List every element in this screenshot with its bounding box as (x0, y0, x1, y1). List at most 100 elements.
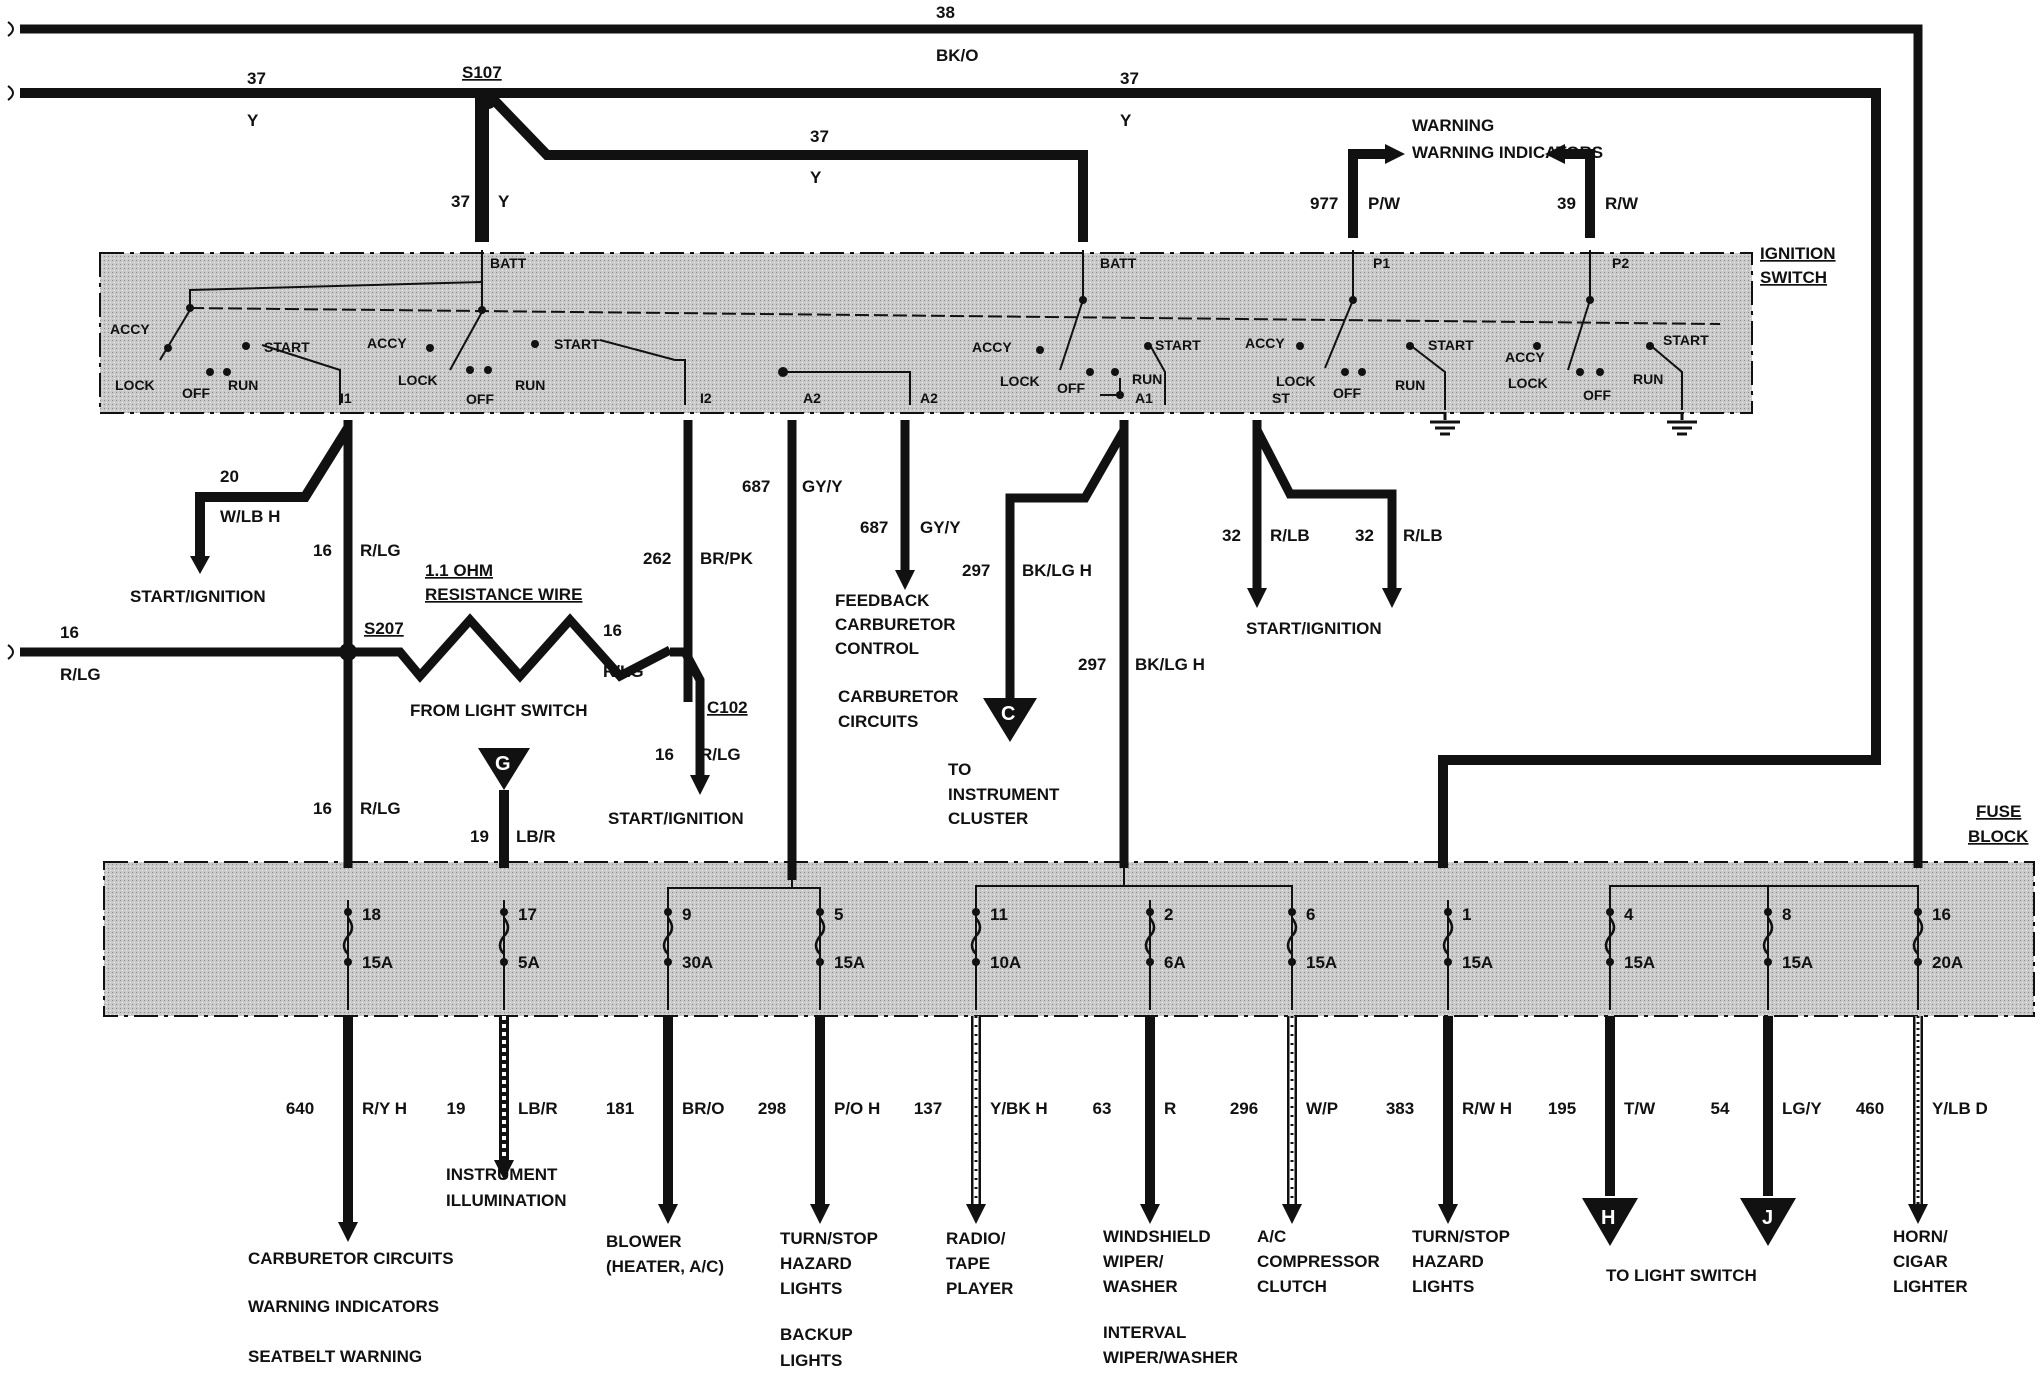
switch-p1: P1 (1373, 255, 1390, 271)
switch-accy-5: ACCY (1505, 349, 1545, 365)
ground-icon-2 (1667, 412, 1697, 436)
fuse-amps: 6A (1164, 953, 1186, 972)
switch-lock-1: LOCK (115, 377, 155, 393)
fuse-17: 17 5A (498, 900, 540, 1010)
fuse-block-label-2: BLOCK (1968, 827, 2029, 846)
dest-19-2: ILLUMINATION (446, 1191, 567, 1210)
switch-a2-2: A2 (920, 390, 938, 406)
wire-39-number: 39 (1557, 194, 1576, 213)
wire-32-number-1: 32 (1222, 526, 1241, 545)
wire-color: LB/R (518, 1099, 558, 1118)
wire-16-number-2: 16 (313, 799, 332, 818)
wire-color: R/W H (1462, 1099, 1512, 1118)
wire-32-number-2: 32 (1355, 526, 1374, 545)
wire-38-number: 38 (936, 3, 955, 22)
fuse-number: 8 (1782, 905, 1791, 924)
fuse-amps: 10A (990, 953, 1021, 972)
wire-38-color: BK/O (936, 46, 979, 65)
wire-number: 296 (1230, 1099, 1258, 1118)
wire-number: 383 (1386, 1099, 1414, 1118)
wire-297-color-1: BK/LG H (1022, 561, 1092, 580)
ignition-switch-label-2: SWITCH (1760, 268, 1827, 287)
dest-640-2: WARNING INDICATORS (248, 1297, 439, 1316)
dest-298-2: HAZARD (780, 1254, 852, 1273)
dest-460-3: LIGHTER (1893, 1277, 1968, 1296)
wire-32 (1247, 420, 1402, 608)
fuse-number: 6 (1306, 905, 1315, 924)
switch-start-2: START (554, 336, 600, 352)
to-instrument-label-3: CLUSTER (948, 809, 1028, 828)
wire-number: 460 (1856, 1099, 1884, 1118)
dest-383-1: TURN/STOP (1412, 1227, 1510, 1246)
wire-687-color-1: GY/Y (802, 477, 843, 496)
wire-383-out: 383 R/W H (1386, 1016, 1512, 1224)
switch-run-2: RUN (515, 377, 545, 393)
warning-indicators-label: WARNING INDICATORS (1412, 143, 1603, 162)
wire-16-color-4: R/LG (603, 662, 644, 681)
switch-run-1: RUN (228, 377, 258, 393)
dest-298-4: BACKUP (780, 1325, 853, 1344)
switch-st: ST (1272, 390, 1290, 406)
switch-lock-2: LOCK (398, 372, 438, 388)
switch-accy-3: ACCY (972, 339, 1012, 355)
fuse-amps: 5A (518, 953, 540, 972)
wire-20-number: 20 (220, 467, 239, 486)
start-ignition-label-1: START/IGNITION (130, 587, 266, 606)
fuse-amps: 15A (1462, 953, 1493, 972)
switch-internals (159, 250, 1721, 410)
switch-start-4: START (1428, 337, 1474, 353)
to-instrument-label-2: INSTRUMENT (948, 785, 1060, 804)
ground-icon-1 (1430, 412, 1460, 436)
switch-off-4: OFF (1333, 385, 1361, 401)
switch-off-5: OFF (1583, 387, 1611, 403)
wire-color: P/O H (834, 1099, 880, 1118)
dest-19-1: INSTRUMENT (446, 1165, 558, 1184)
wire-297-color-2: BK/LG H (1135, 655, 1205, 674)
wire-19-number-in: 19 (470, 827, 489, 846)
dest-460-2: CIGAR (1893, 1252, 1948, 1271)
wire-297-number-2: 297 (1078, 655, 1106, 674)
wire-37-color-batt1: Y (498, 192, 510, 211)
wire-977-number: 977 (1310, 194, 1338, 213)
wire-16-color-5: R/LG (700, 745, 741, 764)
connector-c: C (1001, 703, 1015, 725)
switch-lock-5: LOCK (1508, 375, 1548, 391)
wire-color: T/W (1624, 1099, 1656, 1118)
dest-298-5: LIGHTS (780, 1351, 842, 1370)
dest-296-3: CLUTCH (1257, 1277, 1327, 1296)
switch-run-5: RUN (1633, 371, 1663, 387)
dest-181-1: BLOWER (606, 1232, 682, 1251)
fuse-block-box (103, 861, 2035, 1017)
wire-39 (1545, 144, 1595, 238)
wire-687-number-2: 687 (860, 518, 888, 537)
to-instrument-label-1: TO (948, 760, 971, 779)
wire-39-color: R/W (1605, 194, 1639, 213)
start-ignition-label-3: START/IGNITION (1246, 619, 1382, 638)
wire-color: Y/BK H (990, 1099, 1048, 1118)
wire-687-number-1: 687 (742, 477, 770, 496)
fuse-amps: 15A (362, 953, 393, 972)
wire-297 (1005, 420, 1129, 868)
wire-37-color-right: Y (1120, 111, 1132, 130)
fuse-number: 17 (518, 905, 537, 924)
dest-137-3: PLAYER (946, 1279, 1013, 1298)
connector-h-icon (1582, 1198, 1638, 1246)
fuse-amps: 15A (834, 953, 865, 972)
wire-16-number-5: 16 (655, 745, 674, 764)
wire-37-number-right: 37 (1120, 69, 1139, 88)
wire-color: R/Y H (362, 1099, 407, 1118)
wire-19-color-in: LB/R (516, 827, 556, 846)
warning-indicators-label-1: WARNING (1412, 116, 1494, 135)
fuse-number: 4 (1624, 905, 1634, 924)
wire-37-color-left: Y (247, 111, 259, 130)
switch-run-4: RUN (1395, 377, 1425, 393)
carb-circuits-label-1: CARBURETOR (838, 687, 959, 706)
